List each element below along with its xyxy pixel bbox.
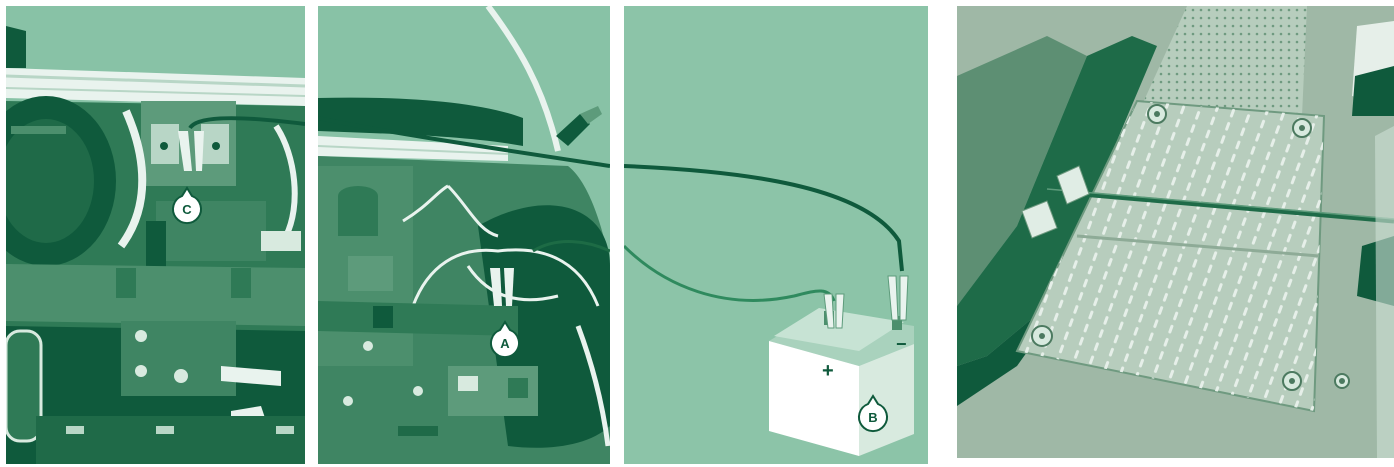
battery-minus-symbol: − xyxy=(896,335,907,353)
callout-a-label: A xyxy=(488,336,522,351)
callout-a: A xyxy=(488,320,522,360)
callout-b-label: B xyxy=(856,410,890,425)
floor-plate-illustration xyxy=(957,6,1394,458)
floor-plate-panel xyxy=(957,6,1394,458)
engine-bay-panel-left: C xyxy=(6,6,305,464)
battery-panel: + − B xyxy=(624,6,928,464)
callout-c-label: C xyxy=(170,202,204,217)
engine-bay-center-illustration xyxy=(318,6,610,464)
engine-bay-panel-center: A xyxy=(318,6,610,464)
engine-bay-left-illustration xyxy=(6,6,305,464)
callout-b: B xyxy=(856,394,890,434)
battery-plus-symbol: + xyxy=(822,361,834,381)
callout-c: C xyxy=(170,186,204,226)
